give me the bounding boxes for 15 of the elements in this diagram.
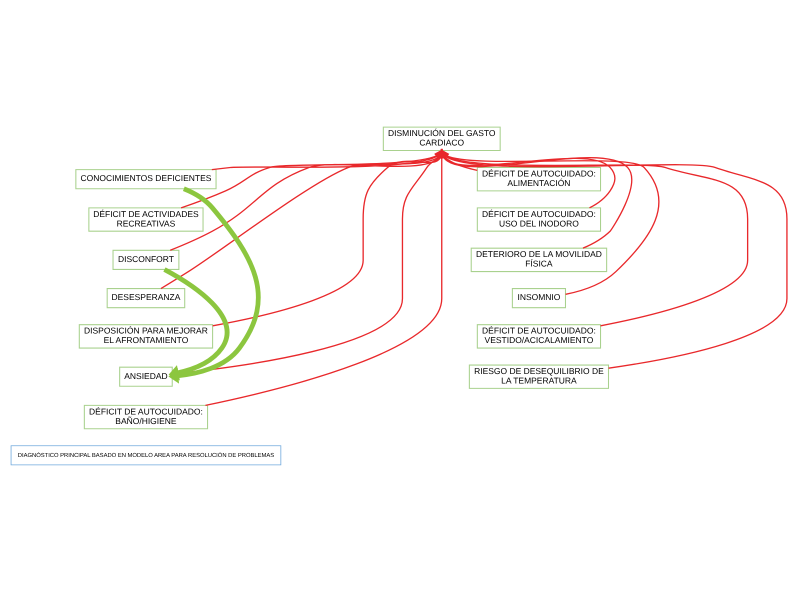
node-box: DESESPERANZA — [106, 288, 186, 308]
node-box: DETERIORO DE LA MOVILIDAD FÍSICA — [470, 247, 608, 272]
node-box: DÉFICIT DE AUTOCUIDADO: USO DEL INODORO — [476, 206, 602, 232]
node-box: RIESGO DE DESEQUILIBRIO DE LA TEMPERATURA — [468, 364, 610, 388]
node-box: DÉFICIT DE AUTOCUIDADO: BAÑO/HIGIENE — [84, 404, 208, 429]
node-box: DISPOSICIÓN PARA MEJORAR EL AFRONTAMIENTO — [78, 324, 214, 348]
node-box: ANSIEDAD — [119, 366, 173, 386]
node-box: INSOMNIO — [512, 288, 566, 308]
node-box: DÉFICIT DE ACTIVIDADES RECREATIVAS — [88, 206, 204, 232]
node-box: DÉFICIT DE AUTOCUIDADO: VESTIDO/ACICALAMIENTO — [476, 324, 602, 348]
node-box: DÉFICIT DE AUTOCUIDADO: ALIMENTACIÓN — [476, 166, 602, 191]
node-box: DISCONFORT — [112, 249, 180, 270]
node-box: CONOCIMIENTOS DEFICIENTES — [75, 168, 217, 189]
node-box: DISMINUCIÓN DEL GASTO CARDIACO — [382, 126, 501, 151]
arrow — [163, 266, 230, 380]
